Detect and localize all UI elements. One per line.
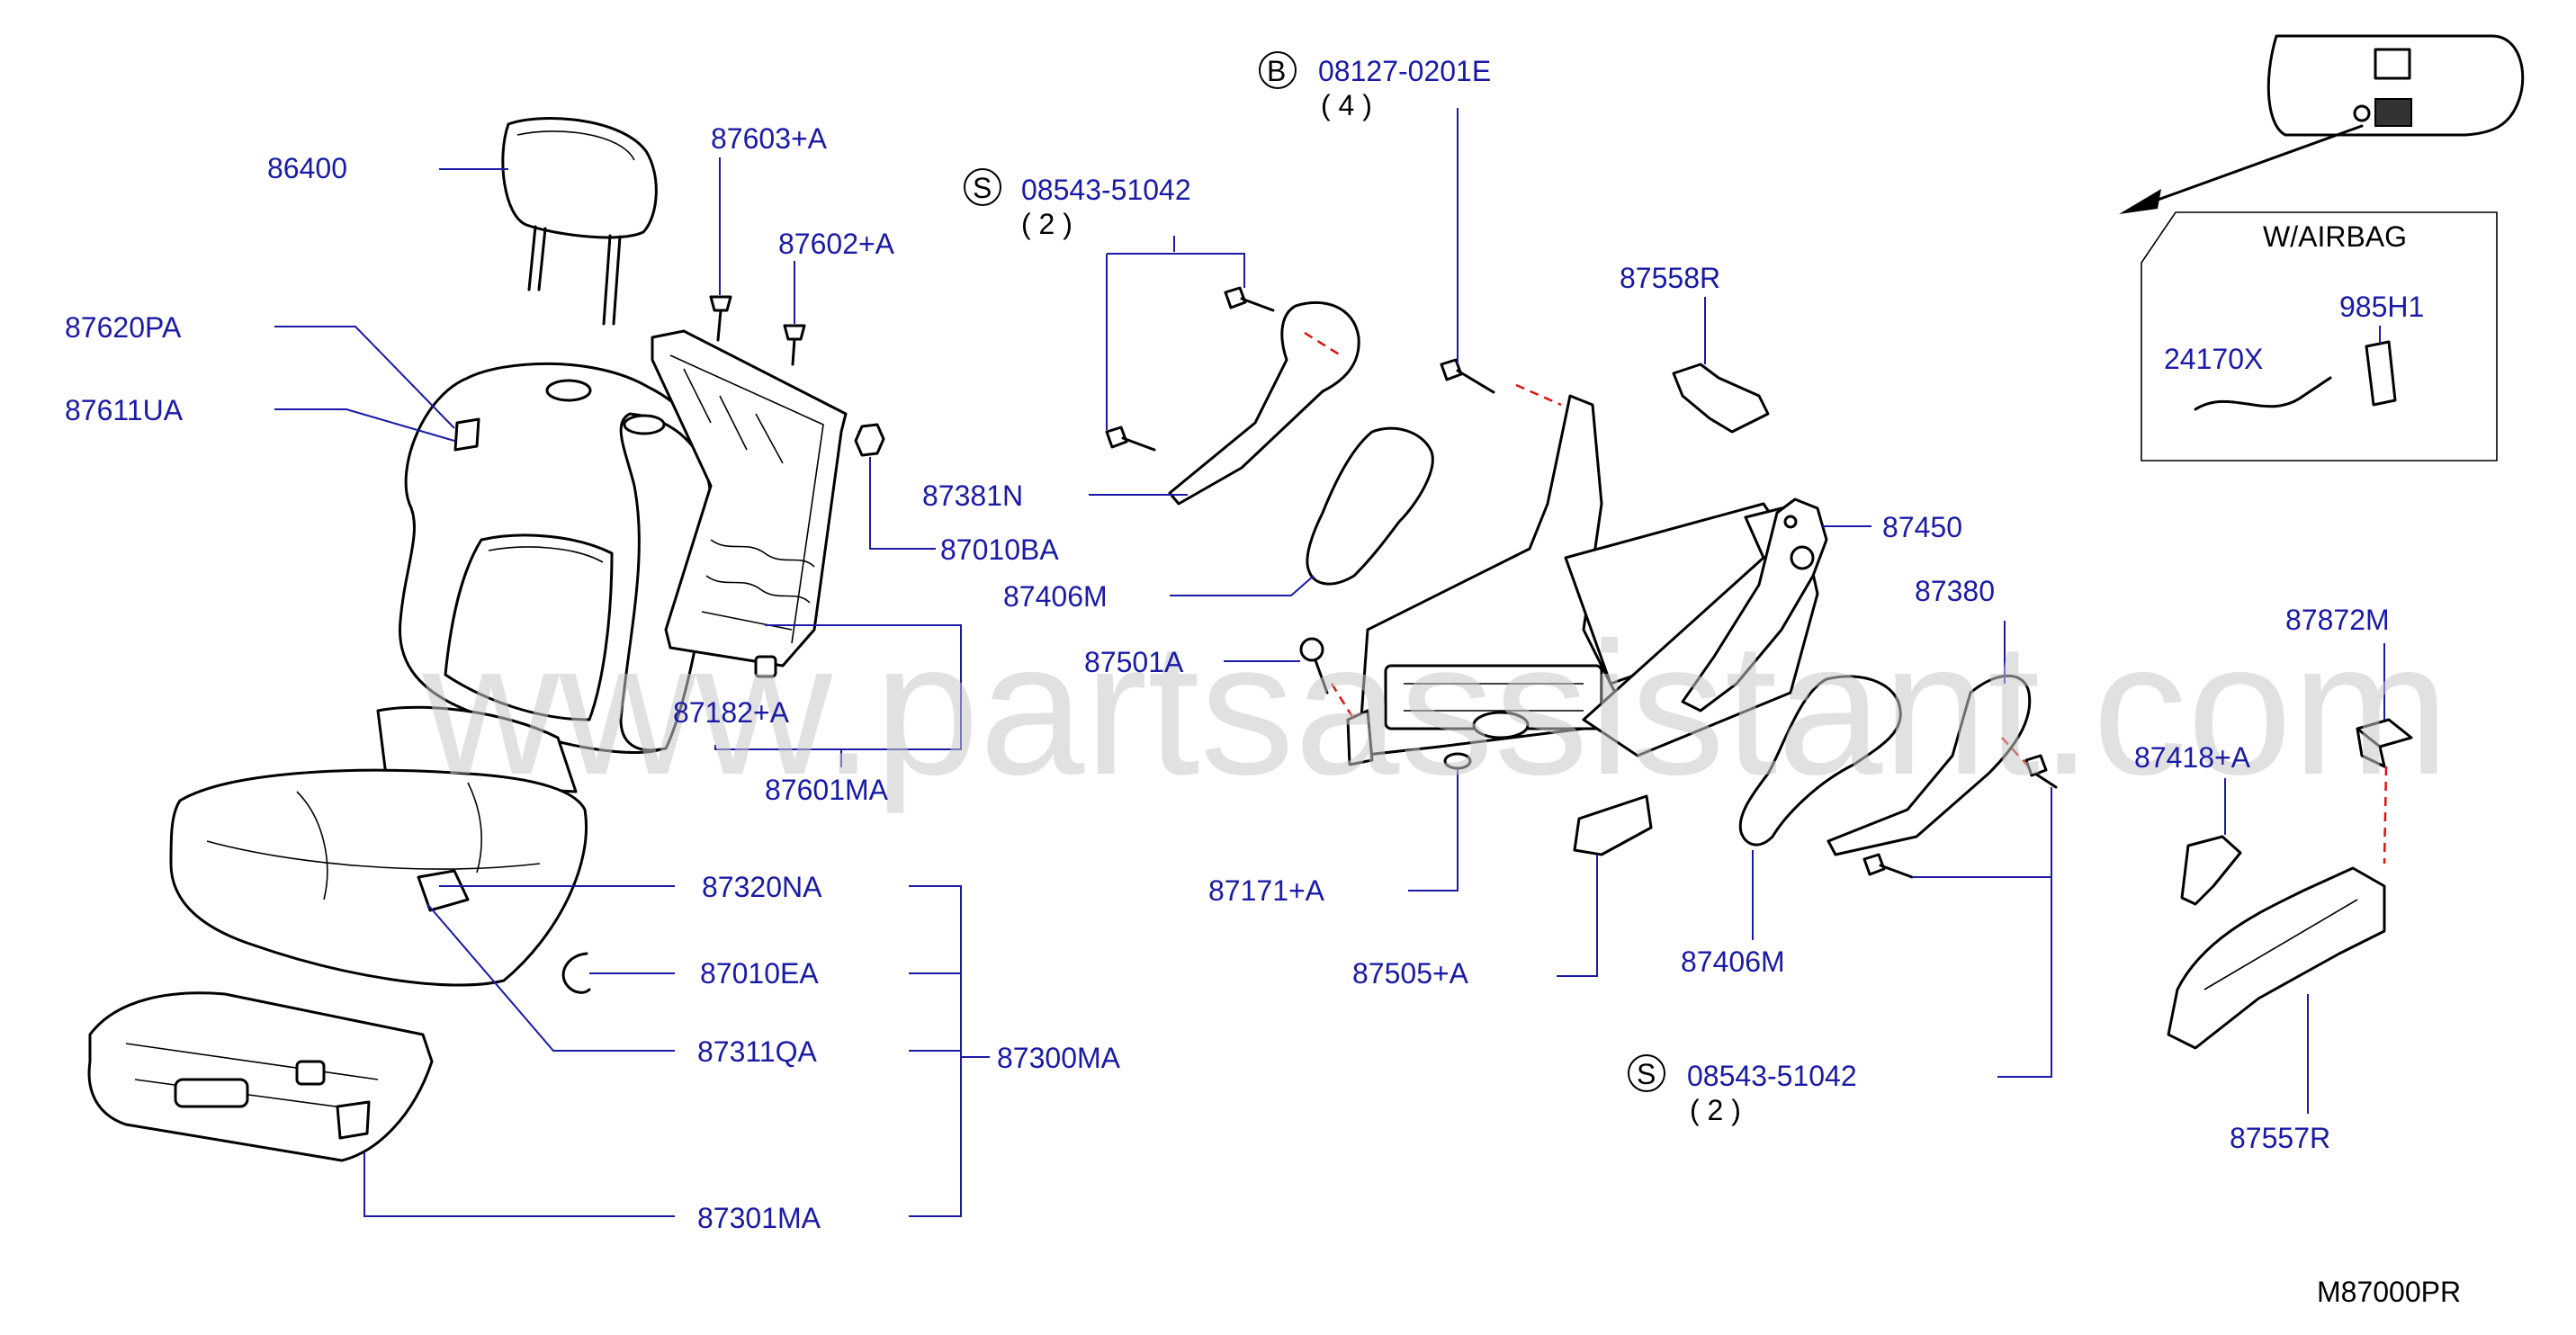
- airbag-harness-drawing: [2194, 376, 2332, 411]
- headrest-guide-pins-drawing: [709, 295, 806, 366]
- fastener-b-callout[interactable]: B 08127-0201E ( 4 ): [1259, 51, 1491, 121]
- label-86400[interactable]: 86400: [267, 152, 347, 184]
- screw-s-bottom-part-number: 08543-51042: [1687, 1060, 1857, 1092]
- screw-s-bottom-quantity: ( 2 ): [1690, 1094, 1741, 1126]
- watermark: www.partsassistant.com: [422, 603, 2449, 814]
- label-87602a[interactable]: 87602+A: [778, 228, 895, 260]
- screw-s-bottom-circle: [1628, 1054, 1665, 1092]
- label-87381n[interactable]: 87381N: [922, 479, 1023, 512]
- recliner-87450-drawing: [1681, 497, 1828, 712]
- airbag-inset-title: W/AIRBAG: [2263, 220, 2407, 253]
- cover-87505a-drawing: [1573, 794, 1653, 856]
- bracket-87558r-drawing: [1672, 363, 1770, 434]
- recliner-cover-drawing: [1168, 300, 1360, 506]
- airbag-clip-drawing: [2365, 340, 2397, 407]
- nut-drawing: [854, 423, 885, 457]
- label-87418a[interactable]: 87418+A: [2134, 741, 2251, 774]
- label-87557r[interactable]: 87557R: [2230, 1122, 2330, 1154]
- label-87406m-upper[interactable]: 87406M: [1003, 580, 1108, 613]
- bolt-87501a-drawing: [1299, 637, 1329, 694]
- seat-back-trim-drawing: [398, 362, 713, 754]
- screw-s-top-letter: S: [973, 172, 992, 204]
- seat-adjuster-drawing: [1330, 383, 1819, 766]
- label-87601ma[interactable]: 87601MA: [765, 774, 889, 806]
- location-arrowhead: [2119, 189, 2161, 214]
- label-87010ea[interactable]: 87010EA: [700, 957, 819, 990]
- part-labels: 86400 87603+A 87602+A 87620PA 87611UA 87…: [65, 122, 2390, 1234]
- label-87300ma[interactable]: 87300MA: [997, 1042, 1121, 1074]
- seat-back-frame-drawing: [651, 329, 876, 678]
- screw-bolts-drawing: [1105, 286, 1275, 452]
- plug-drawing: [1443, 752, 1472, 770]
- knob-cap-87872m-drawing: [2356, 718, 2413, 768]
- label-87320na[interactable]: 87320NA: [702, 871, 822, 903]
- screw-s-top-quantity: ( 2 ): [1021, 208, 1073, 240]
- label-985h1[interactable]: 985H1: [2339, 291, 2424, 323]
- label-87620pa[interactable]: 87620PA: [65, 311, 182, 344]
- side-finisher-drawing: [2167, 866, 2386, 1050]
- label-87406m-lower[interactable]: 87406M: [1681, 945, 1785, 978]
- seat-side-cover-lower-drawing: [1738, 675, 1902, 847]
- label-87558r[interactable]: 87558R: [1620, 262, 1720, 294]
- label-87505a[interactable]: 87505+A: [1352, 957, 1469, 990]
- label-87380[interactable]: 87380: [1915, 575, 1995, 607]
- leader-lines: [274, 108, 2385, 1217]
- seat-cushion-drawing: [169, 705, 588, 987]
- screw-bolts-lower-drawing: [1862, 754, 2058, 879]
- airbag-inset-box: [2141, 211, 2498, 461]
- label-87450[interactable]: 87450: [1882, 511, 1962, 543]
- bolt-b-letter: B: [1267, 55, 1286, 87]
- bolt-b-quantity: ( 4 ): [1321, 89, 1372, 121]
- bolt-b-drawing: [1440, 358, 1495, 394]
- label-87872m[interactable]: 87872M: [2285, 604, 2390, 636]
- screw-s-top-part-number: 08543-51042: [1021, 174, 1191, 206]
- label-87501a[interactable]: 87501A: [1084, 646, 1184, 678]
- location-arrow-line: [2149, 124, 2364, 204]
- diagram-code: M87000PR: [2317, 1276, 2461, 1308]
- recliner-cover-87380-drawing: [1827, 674, 2032, 856]
- label-87171a[interactable]: 87171+A: [1208, 874, 1325, 907]
- label-87611ua[interactable]: 87611UA: [65, 394, 184, 426]
- fastener-s-top-callout[interactable]: S 08543-51042 ( 2 ): [964, 168, 1191, 240]
- seat-cushion-frame-drawing: [87, 991, 434, 1162]
- label-87603a[interactable]: 87603+A: [711, 122, 828, 155]
- headrest-drawing: [501, 117, 658, 326]
- label-87311qa[interactable]: 87311QA: [697, 1035, 818, 1068]
- bolt-b-circle: [1259, 51, 1297, 89]
- vehicle-location-thumbnail: [2266, 34, 2525, 137]
- seat-side-cover-upper-drawing: [1306, 426, 1434, 586]
- knob-87418a-drawing: [2180, 835, 2242, 906]
- label-24170x[interactable]: 24170X: [2164, 343, 2263, 375]
- label-87010ba[interactable]: 87010BA: [940, 533, 1059, 566]
- label-87182a[interactable]: 87182+A: [673, 696, 790, 729]
- screw-s-bottom-letter: S: [1637, 1058, 1656, 1090]
- bolt-b-part-number: 08127-0201E: [1318, 55, 1491, 87]
- clip-drawing: [561, 952, 591, 994]
- fastener-s-bottom-callout[interactable]: S 08543-51042 ( 2 ): [1628, 1054, 1857, 1126]
- label-87301ma[interactable]: 87301MA: [697, 1202, 821, 1234]
- screw-s-top-circle: [964, 168, 1001, 206]
